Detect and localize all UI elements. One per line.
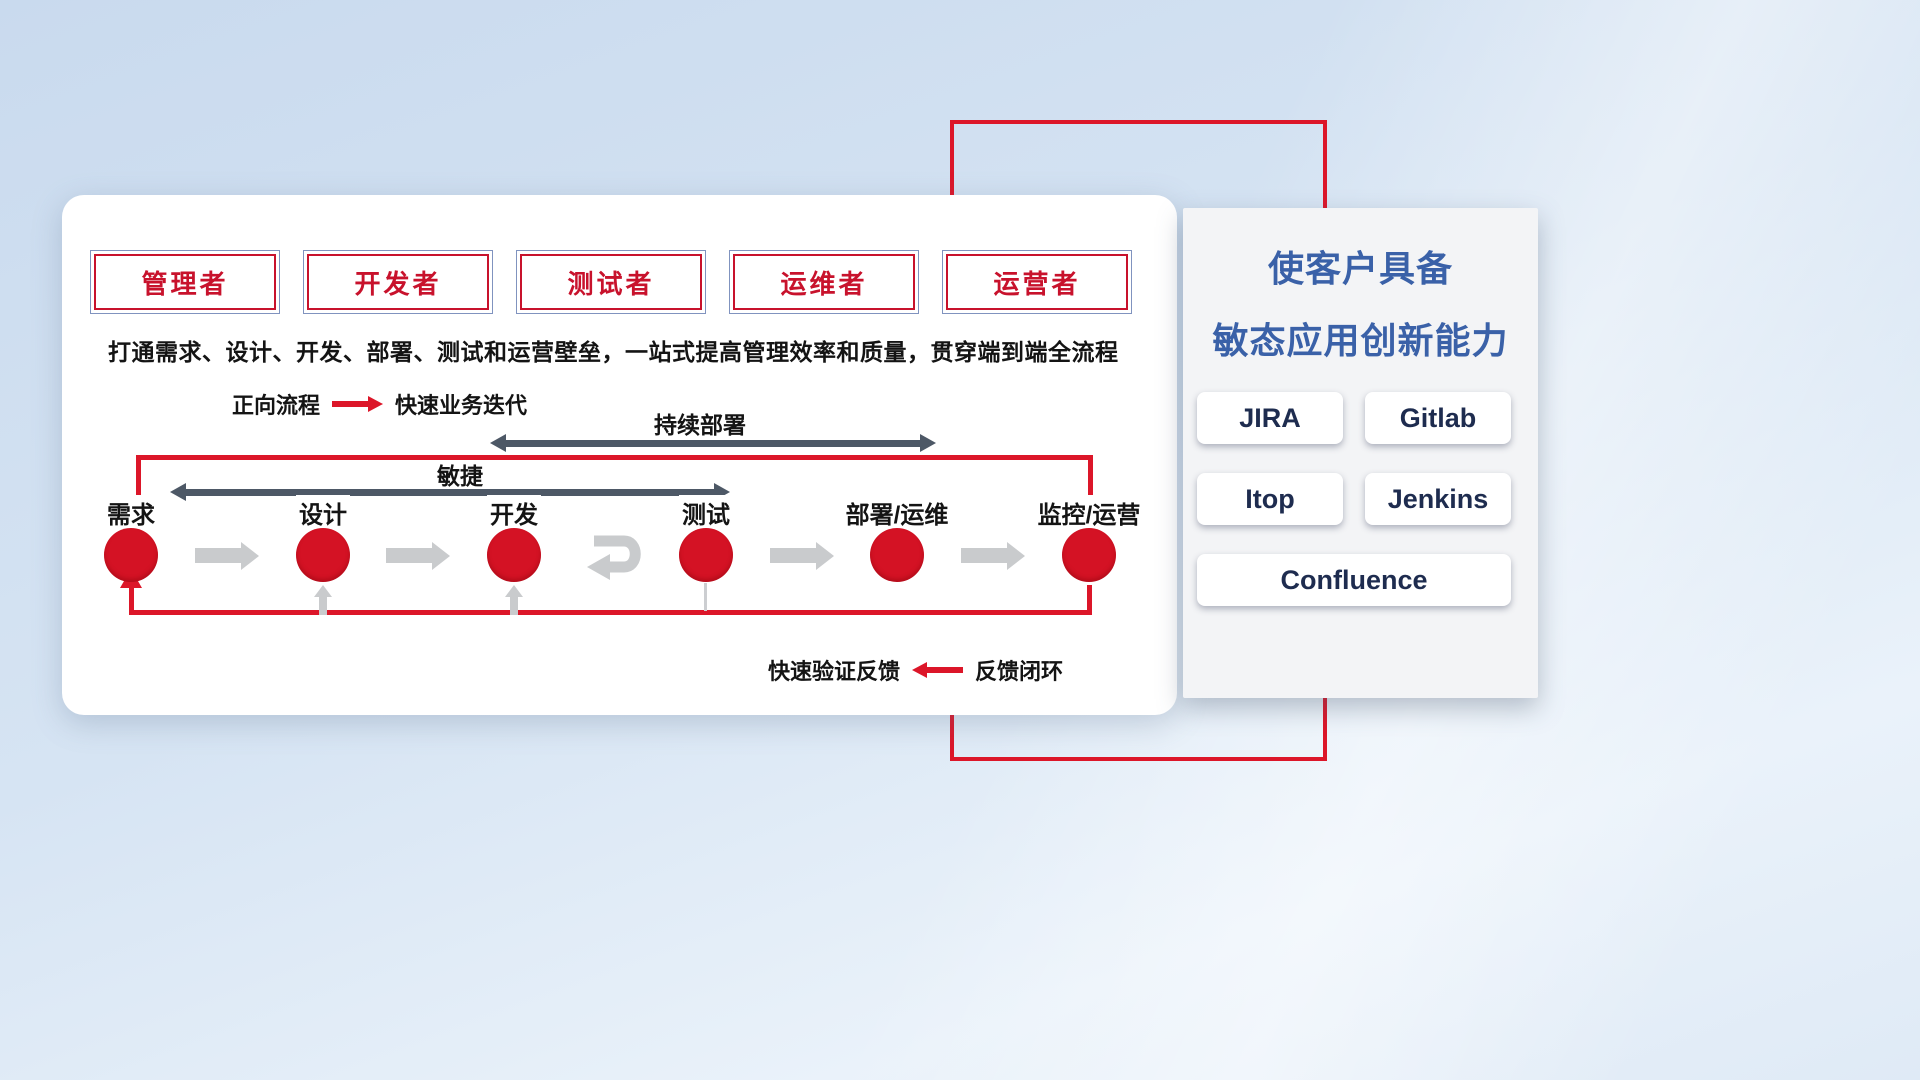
- feedback-arrow-icon: [912, 662, 964, 678]
- feedback-loop-line: [129, 585, 1092, 615]
- persona-label: 开发者: [307, 254, 489, 310]
- workflow-card: 管理者 开发者 测试者 运维者 运营者 打通需求、设计、开发、部署、测试和运营壁…: [62, 195, 1177, 715]
- panel-title-line2: 敏态应用创新能力: [1212, 320, 1509, 361]
- flow-node-circle: [679, 528, 733, 582]
- flow-node-label-monitor-operate: 监控/运营: [1034, 495, 1144, 530]
- continuous-deployment-arrow: [490, 434, 936, 452]
- flow-node-circle: [487, 528, 541, 582]
- flow-arrow-icon: [386, 541, 450, 570]
- forward-legend: 正向流程 快速业务迭代: [232, 388, 527, 420]
- persona-box-operator: 运营者: [942, 250, 1132, 314]
- forward-loop-line: [136, 455, 1093, 513]
- workflow-description: 打通需求、设计、开发、部署、测试和运营壁垒，一站式提高管理效率和质量，贯穿端到端…: [108, 339, 1119, 365]
- flow-arrow-icon: [961, 541, 1025, 570]
- flow-node-label-development: 开发: [487, 495, 541, 530]
- forward-legend-label: 正向流程: [232, 393, 321, 418]
- tool-chip-confluence: Confluence: [1197, 554, 1511, 606]
- flow-node-circle: [870, 528, 924, 582]
- feedback-legend-label: 快速验证反馈: [768, 659, 901, 684]
- persona-box-ops: 运维者: [729, 250, 919, 314]
- flow-node-label-design: 设计: [296, 495, 350, 530]
- forward-legend-caption: 快速业务迭代: [395, 393, 528, 418]
- flow-node-circle: [104, 528, 158, 582]
- flow-node-label-testing: 测试: [679, 495, 733, 530]
- persona-row: 管理者 开发者 测试者 运维者 运营者: [90, 250, 1132, 314]
- flow-arrow-icon: [195, 541, 259, 570]
- feedback-up-arrow-icon: [313, 585, 333, 615]
- flow-node-circle: [1062, 528, 1116, 582]
- feedback-up-arrow-icon: [504, 585, 524, 615]
- persona-box-tester: 测试者: [516, 250, 706, 314]
- tool-chip-gitlab: Gitlab: [1365, 392, 1511, 444]
- flow-node-label-deploy-ops: 部署/运维: [842, 495, 952, 530]
- persona-label: 运维者: [733, 254, 915, 310]
- flow-node-label-requirements: 需求: [104, 495, 158, 530]
- agile-label: 敏捷: [437, 463, 483, 489]
- continuous-deployment-label: 持续部署: [654, 412, 746, 438]
- feedback-stem-line: [704, 583, 707, 611]
- feedback-legend-caption: 反馈闭环: [975, 659, 1064, 684]
- forward-arrow-icon: [332, 396, 384, 412]
- capability-panel: 使客户具备 敏态应用创新能力 JIRA Gitlab Itop Jenkins …: [1183, 208, 1538, 698]
- persona-label: 运营者: [946, 254, 1128, 310]
- tool-chip-jenkins: Jenkins: [1365, 473, 1511, 525]
- tool-chip-jira: JIRA: [1197, 392, 1343, 444]
- persona-label: 测试者: [520, 254, 702, 310]
- flow-node-circle: [296, 528, 350, 582]
- tool-chip-itop: Itop: [1197, 473, 1343, 525]
- flow-arrow-icon: [770, 541, 834, 570]
- persona-box-developer: 开发者: [303, 250, 493, 314]
- persona-box-manager: 管理者: [90, 250, 280, 314]
- feedback-legend: 快速验证反馈 反馈闭环: [768, 654, 1063, 686]
- panel-title-line1: 使客户具备: [1267, 248, 1453, 289]
- persona-label: 管理者: [94, 254, 276, 310]
- iteration-loop-icon: [574, 527, 654, 583]
